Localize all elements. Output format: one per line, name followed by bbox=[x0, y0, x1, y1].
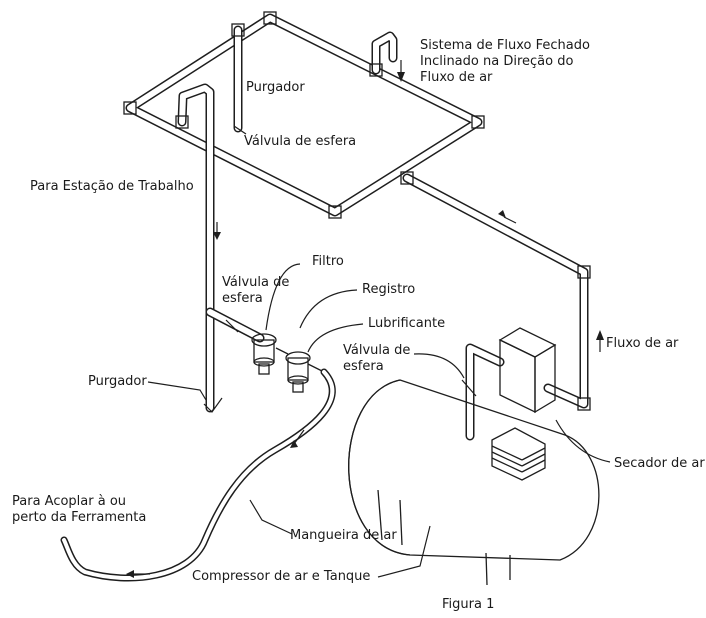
label-tool: Para Acoplar à ou perto da Ferramenta bbox=[12, 494, 146, 526]
label-registro: Registro bbox=[362, 282, 416, 297]
supply-pipe-to-dryer bbox=[402, 173, 589, 409]
label-valvula-right: Válvula de esfera bbox=[343, 343, 410, 375]
label-tool-line1: Para Acoplar à ou bbox=[12, 494, 127, 509]
label-workstation: Para Estação de Trabalho bbox=[30, 179, 194, 194]
compressor-tank bbox=[348, 379, 600, 586]
label-valvula-mid-line2: esfera bbox=[222, 291, 263, 306]
label-lubrificante: Lubrificante bbox=[368, 316, 446, 331]
label-compressor: Compressor de ar e Tanque bbox=[192, 569, 371, 584]
label-filtro: Filtro bbox=[312, 254, 344, 269]
label-valvula-top: Válvula de esfera bbox=[244, 134, 357, 149]
branch-to-frl bbox=[205, 307, 265, 343]
label-valvula-right-line1: Válvula de bbox=[343, 343, 411, 358]
label-tool-line2: perto da Ferramenta bbox=[12, 510, 147, 525]
drop-pipe-workstation bbox=[177, 83, 215, 413]
label-valvula-mid-line1: Válvula de bbox=[222, 275, 290, 290]
label-secador: Secador de ar bbox=[614, 456, 705, 471]
compressor-head bbox=[491, 427, 546, 481]
overhead-pipe-loop bbox=[125, 13, 483, 217]
flow-arrows bbox=[126, 60, 604, 578]
lubrificante-unit bbox=[275, 347, 325, 393]
air-hose bbox=[60, 368, 336, 582]
valvula-esfera-top bbox=[233, 125, 247, 135]
label-mangueira: Mangueira de ar bbox=[290, 528, 397, 543]
air-dryer bbox=[498, 327, 557, 414]
label-closed-system-line2: Inclinado na Direção do bbox=[420, 54, 574, 69]
label-purgador-top: Purgador bbox=[246, 80, 305, 95]
riser-pipe-top-right bbox=[371, 31, 398, 75]
pipe-fittings bbox=[123, 11, 591, 411]
label-fluxo: Fluxo de ar bbox=[606, 336, 679, 351]
tank-riser-pipe bbox=[465, 343, 505, 441]
purgador-drain-left bbox=[203, 397, 223, 413]
valvula-esfera-mid bbox=[225, 319, 239, 333]
label-valvula-right-line2: esfera bbox=[343, 359, 384, 374]
valvula-esfera-right bbox=[461, 379, 477, 397]
filtro-unit bbox=[251, 333, 277, 375]
label-purgador-left: Purgador bbox=[88, 374, 147, 389]
label-closed-system-line1: Sistema de Fluxo Fechado bbox=[420, 38, 590, 53]
label-valvula-mid: Válvula de esfera bbox=[222, 275, 289, 307]
label-closed-system-line3: Fluxo de ar bbox=[420, 70, 493, 85]
label-closed-system: Sistema de Fluxo Fechado Inclinado na Di… bbox=[420, 38, 590, 86]
leader-lines bbox=[147, 263, 611, 578]
figure-caption: Figura 1 bbox=[442, 597, 495, 612]
